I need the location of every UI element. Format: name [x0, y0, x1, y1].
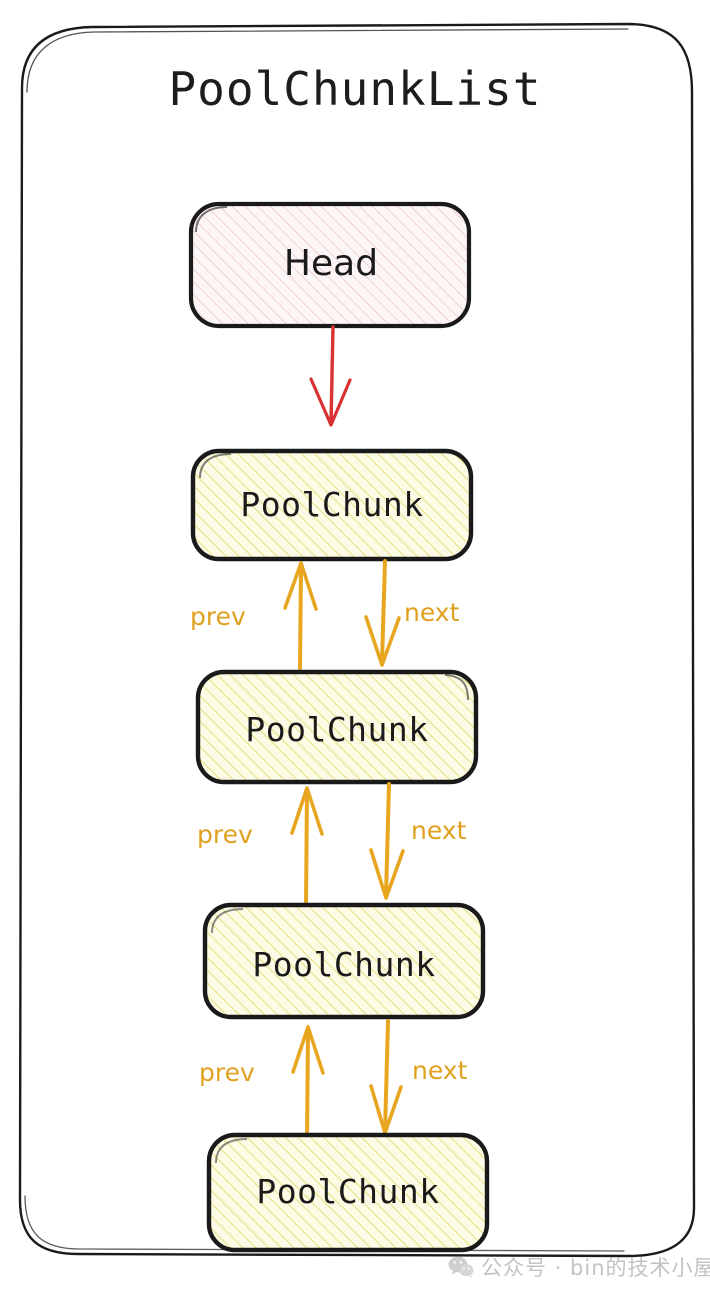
watermark-text: 公众号 · bin的技术小屋: [481, 1256, 710, 1280]
edge-label-prev-2: prev: [197, 820, 253, 849]
watermark: 公众号 · bin的技术小屋: [448, 1252, 710, 1282]
edge-prev-chunk-1-to-chunk-0: [283, 561, 318, 670]
node-chunk-0-label: PoolChunk: [240, 485, 424, 524]
node-chunk-3-label: PoolChunk: [256, 1172, 440, 1211]
node-chunk-2-label: PoolChunk: [252, 945, 436, 984]
edge-next-chunk-0-to-chunk-1: [364, 559, 401, 667]
node-chunk-1-label: PoolChunk: [245, 710, 429, 749]
edge-next-chunk-1-to-chunk-2: [369, 782, 405, 900]
edge-next-chunk-2-to-chunk-3: [369, 1019, 403, 1135]
edge-head-to-chunk-0: [309, 325, 352, 427]
edge-prev-chunk-2-to-chunk-1: [290, 786, 324, 907]
edge-label-next-2: next: [411, 816, 467, 845]
edge-label-prev-1: prev: [190, 602, 246, 631]
edge-label-next-1: next: [404, 598, 460, 627]
edge-prev-chunk-3-to-chunk-2: [291, 1025, 325, 1142]
edge-label-prev-3: prev: [199, 1058, 255, 1087]
edge-label-next-3: next: [412, 1056, 468, 1085]
page-title: PoolChunkList: [168, 62, 542, 116]
wechat-icon: [448, 1256, 474, 1278]
node-head-label: Head: [283, 243, 379, 284]
diagram-container: [18, 22, 696, 1258]
